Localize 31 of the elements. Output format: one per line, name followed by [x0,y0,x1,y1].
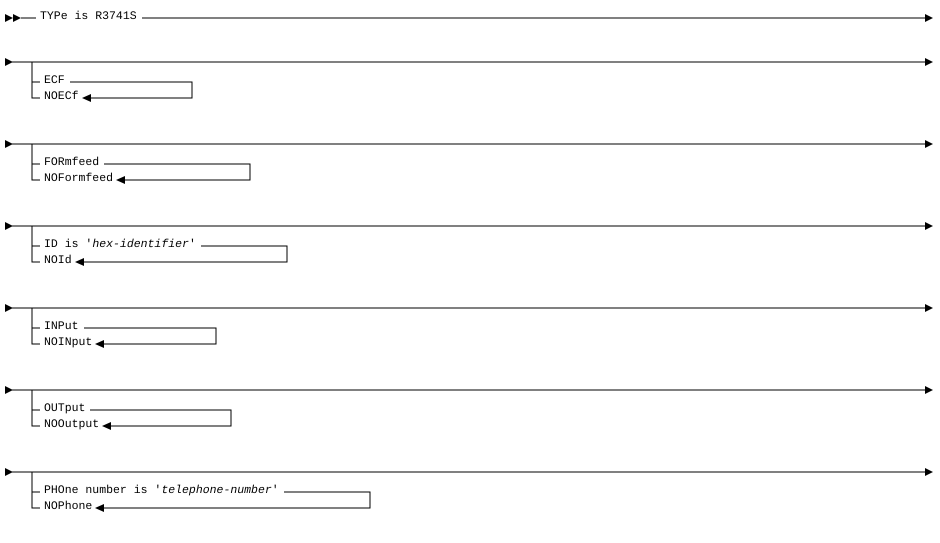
branch-line [32,308,40,328]
return-arrow [84,328,216,348]
option-keyword: NOFormfeed [44,172,114,186]
branch-line [32,390,40,410]
option-keyword: NOOutput [44,418,100,432]
option-keyword: NOPhone [44,500,92,514]
return-arrow [90,410,232,430]
branch-line [32,226,40,246]
option-keyword: NOECf [44,90,79,104]
option-keyword: ECF [44,74,65,88]
option-keyword: INPut [44,320,79,334]
branch-line [32,144,40,164]
branch-line [32,82,40,98]
option-keyword: OUTput [44,402,86,416]
return-arrow [70,82,192,102]
option-keyword: FORmfeed [44,156,100,170]
branch-line [32,246,40,262]
option-keyword: NOINput [44,336,92,350]
branch-line [32,328,40,344]
branch-line [32,62,40,82]
branch-line [32,472,40,492]
keyword-text: TYPe is R3741S [40,10,137,24]
return-arrow [95,492,370,512]
option-keyword: PHOne number is 'telephone-number' [44,484,279,498]
branch-line [32,164,40,180]
branch-line [32,492,40,508]
option-keyword: ID is 'hex-identifier' [44,238,196,252]
option-keyword: NOId [44,254,72,268]
branch-line [32,410,40,426]
return-arrow [104,164,250,184]
return-arrow [75,246,288,266]
